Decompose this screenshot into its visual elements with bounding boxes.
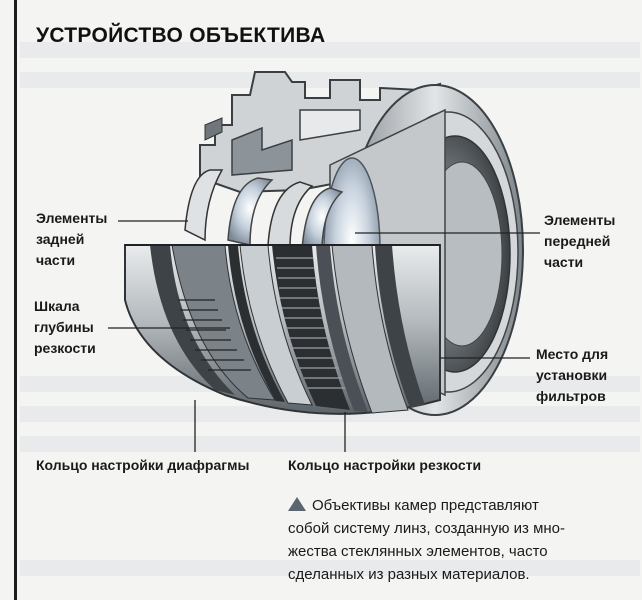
label-depth-scale: Шкала глубины резкости <box>34 296 96 359</box>
caption-text: Объективы камер представляют собой систе… <box>288 494 618 586</box>
label-front-elements: Элементы передней части <box>544 210 615 273</box>
label-filter-mount: Место для установки фильтров <box>536 344 608 407</box>
label-rear-elements: Элементы задней части <box>36 208 107 271</box>
triangle-bullet-icon <box>288 497 306 511</box>
label-focus-ring: Кольцо настройки резкости <box>288 455 481 476</box>
label-aperture-ring: Кольцо настройки диафрагмы <box>36 455 249 476</box>
